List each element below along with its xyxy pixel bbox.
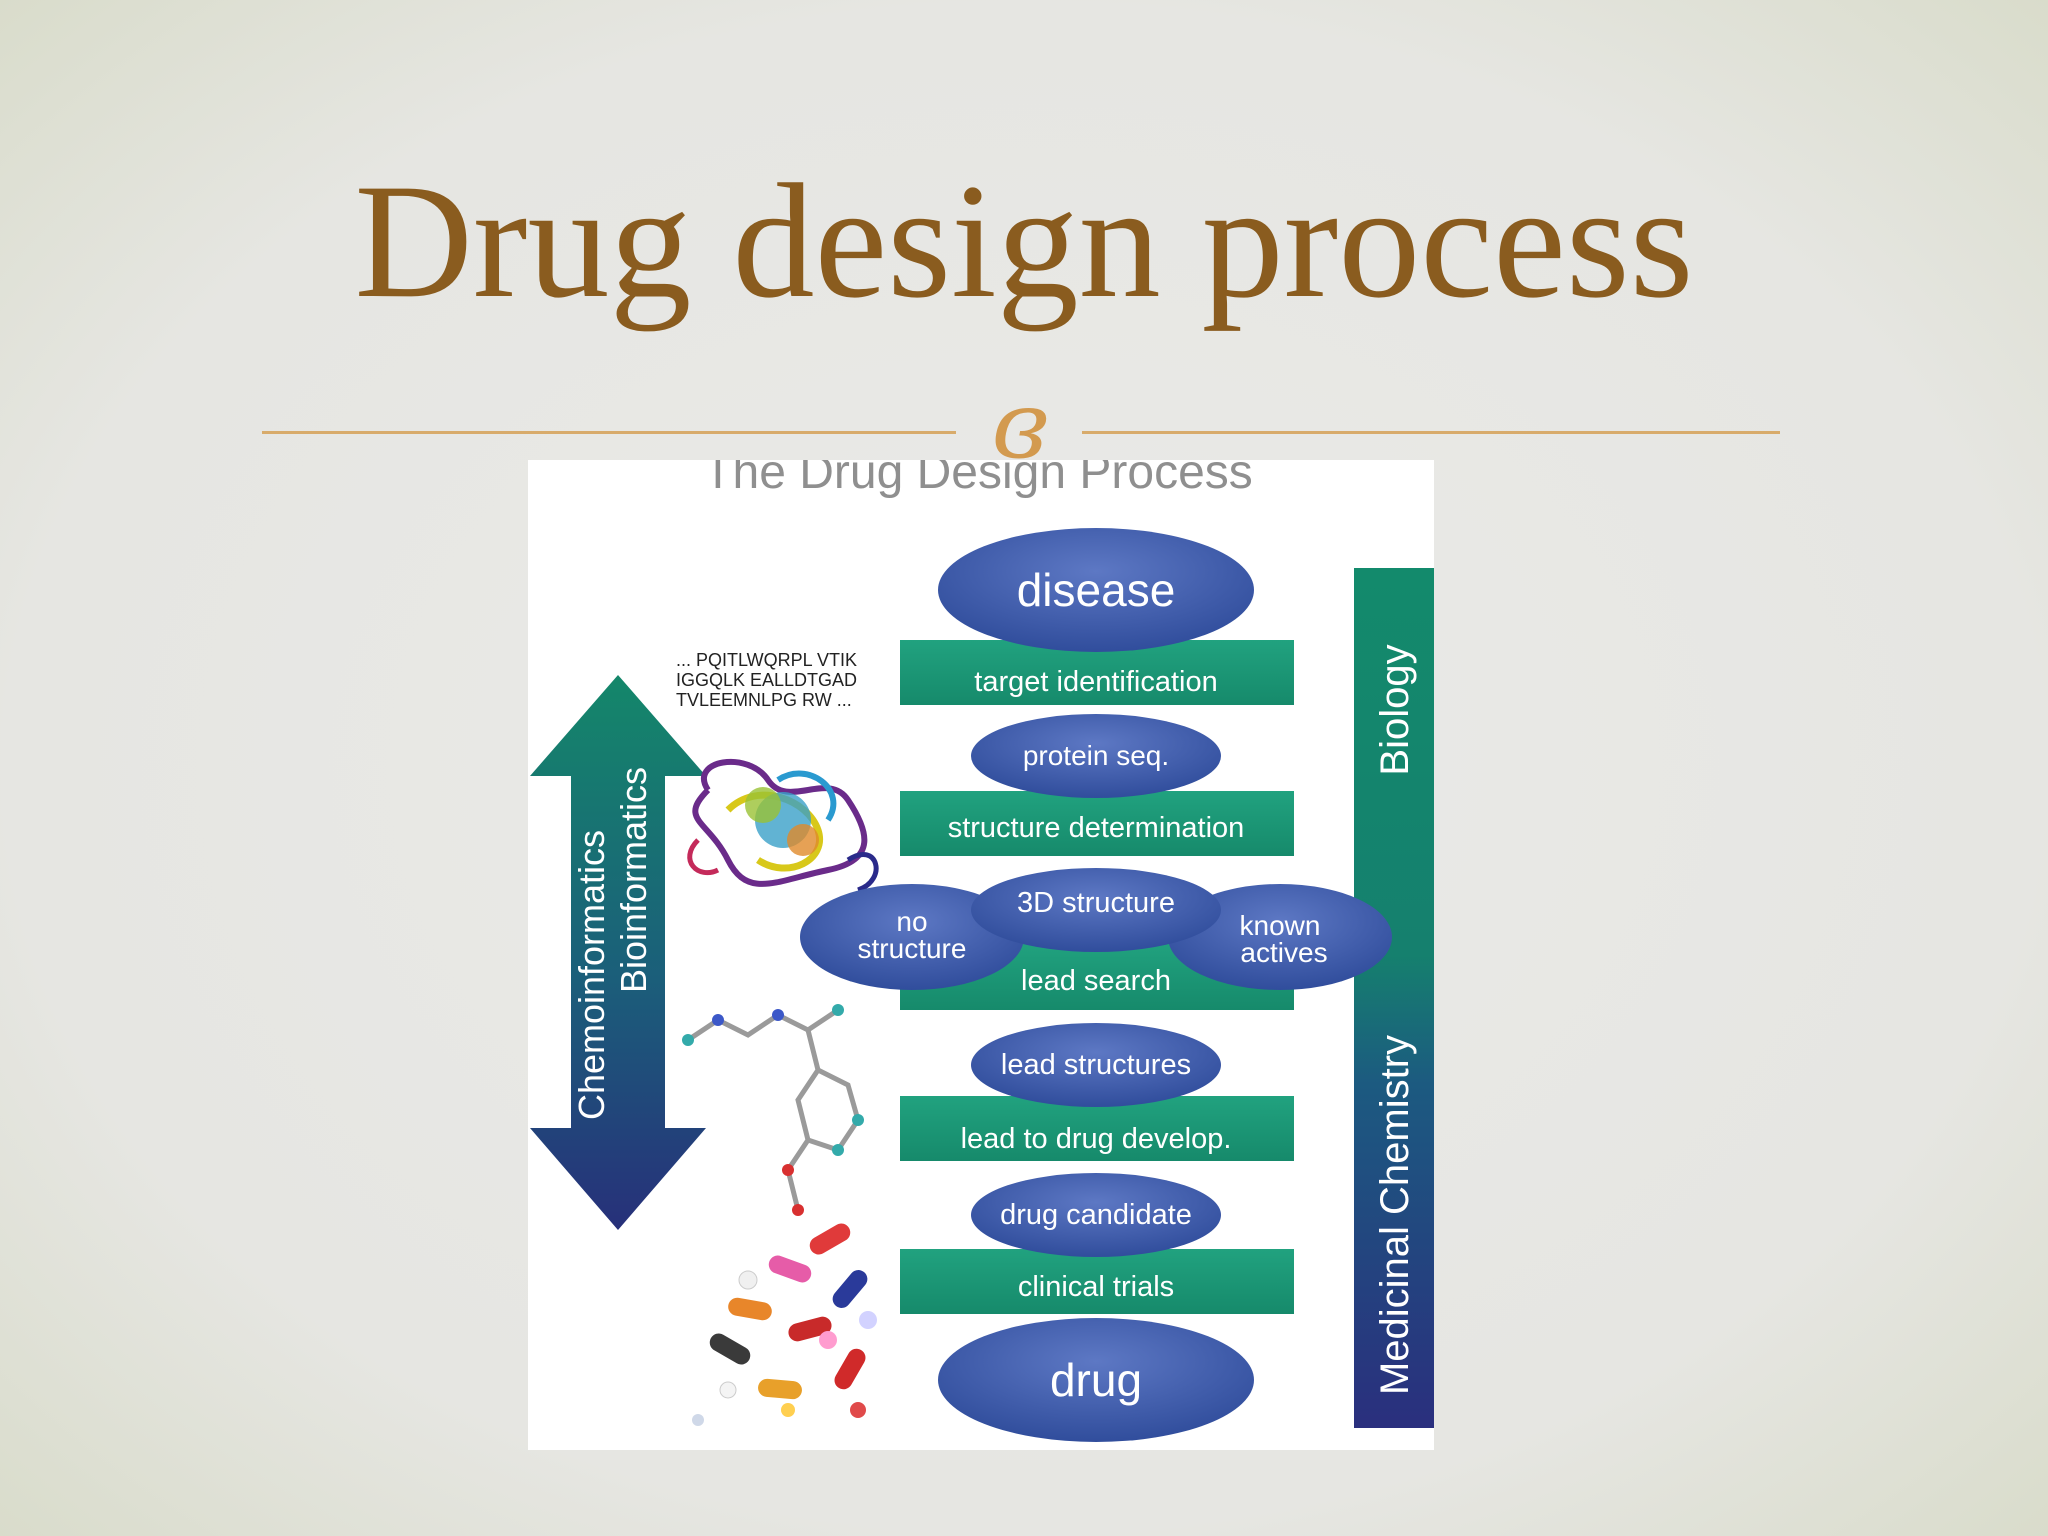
label-lead-to-drug: lead to drug develop.	[961, 1123, 1232, 1155]
figure-heading: The Drug Design Process	[703, 460, 1253, 499]
label-lead-search: lead search	[1021, 965, 1171, 997]
discipline-bar	[1354, 568, 1434, 1428]
protein-structure-illustration	[687, 758, 879, 893]
label-drug: drug	[1050, 1354, 1142, 1406]
node-known-actives	[1168, 884, 1392, 990]
bar-label-medicinal-chemistry: Medicinal Chemistry	[1373, 1035, 1417, 1395]
label-structure: structure	[858, 933, 967, 964]
slide-title: Drug design process	[354, 151, 1694, 332]
informatics-double-arrow	[530, 675, 706, 1230]
band-clinical-trials	[900, 1249, 1294, 1314]
arrow-label-chemoinformatics: Chemoinformatics	[571, 830, 612, 1120]
protein-sequence-line-1: ... PQITLWQRPL VTIK	[676, 650, 857, 670]
band-target-identification	[900, 640, 1294, 705]
node-drug-candidate	[971, 1173, 1221, 1257]
label-lead-structures: lead structures	[1001, 1049, 1191, 1081]
bar-label-biology: Biology	[1373, 644, 1417, 775]
drug-design-figure: The Drug Design Process Biology Medicina…	[528, 460, 1434, 1450]
protein-sequence-line-2: IGGQLK EALLDTGAD	[676, 670, 857, 690]
node-no-structure	[800, 884, 1024, 990]
label-target-identification: target identification	[974, 666, 1217, 698]
title-divider-left	[262, 431, 956, 434]
node-disease	[938, 528, 1254, 652]
label-drug-candidate: drug candidate	[1000, 1199, 1192, 1231]
process-flow	[800, 528, 1392, 1442]
node-protein-seq	[971, 714, 1221, 798]
band-lead-to-drug	[900, 1096, 1294, 1161]
process-diagram: The Drug Design Process Biology Medicina…	[530, 460, 1434, 1442]
molecule-illustration	[682, 1004, 864, 1216]
flourish-ornament-icon: ɞ	[991, 372, 1049, 479]
node-3d-structure	[971, 868, 1221, 952]
label-protein-seq: protein seq.	[1023, 740, 1169, 771]
label-3d-structure: 3D structure	[1017, 887, 1175, 919]
node-drug	[938, 1318, 1254, 1442]
node-lead-structures	[971, 1023, 1221, 1107]
label-disease: disease	[1017, 564, 1176, 616]
arrow-label-bioinformatics: Bioinformatics	[613, 767, 654, 993]
label-no: no	[896, 906, 927, 937]
title-divider-right	[1082, 431, 1780, 434]
label-clinical-trials: clinical trials	[1018, 1271, 1174, 1303]
pills-illustration	[692, 1223, 877, 1426]
label-structure-determination: structure determination	[948, 812, 1245, 844]
label-known: known	[1240, 910, 1321, 941]
label-actives: actives	[1240, 937, 1327, 968]
protein-sequence-line-3: TVLEEMNLPG RW ...	[676, 690, 852, 710]
band-structure-determination	[900, 791, 1294, 856]
